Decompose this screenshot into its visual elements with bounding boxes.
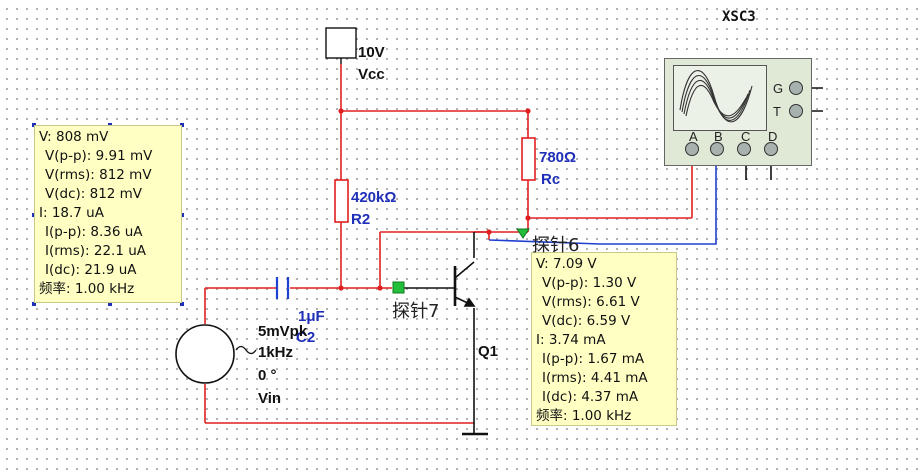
- probe7-row: I(p-p): 8.36 uA: [45, 224, 143, 240]
- q1-name: Q1: [478, 343, 499, 360]
- vin-frequency: 1kHz: [258, 344, 294, 361]
- probe6-row: 频率: 1.00 kHz: [536, 408, 632, 424]
- junction-probe7: [377, 285, 383, 291]
- probe7-name: 探针7: [392, 301, 440, 322]
- selection-handle[interactable]: [180, 302, 184, 306]
- probe6-row: V(dc): 6.59 V: [542, 313, 631, 329]
- vin-name: Vin: [258, 390, 282, 407]
- resistor-rc-icon[interactable]: [521, 137, 536, 181]
- probe6-row: I(rms): 4.41 mA: [542, 370, 648, 386]
- probe7-row: I(rms): 22.1 uA: [45, 243, 146, 259]
- selection-handle[interactable]: [108, 302, 112, 306]
- rc-value: 780Ω: [539, 149, 577, 166]
- selection-handle[interactable]: [180, 123, 184, 127]
- rc-name: Rc: [541, 171, 561, 188]
- sine-wave-icon: [235, 345, 257, 355]
- selection-handle[interactable]: [180, 213, 184, 217]
- trigger-t-terminal[interactable]: [789, 104, 803, 118]
- probe6-row: V(p-p): 1.30 V: [542, 275, 637, 291]
- probe7-marker-icon[interactable]: [392, 281, 405, 294]
- vcc-name: Vcc: [358, 66, 385, 83]
- ac-source-icon[interactable]: [175, 324, 235, 384]
- probe7-row: V: 808 mV: [39, 129, 109, 145]
- probe7-row: I: 18.7 uA: [39, 205, 104, 221]
- probe7-row: I(dc): 21.9 uA: [45, 262, 137, 278]
- channel-b-label: B: [714, 129, 723, 144]
- c2-value: 1μF: [298, 308, 325, 325]
- vin-phase: 0 °: [258, 367, 277, 384]
- probe7-row: V(rms): 812 mV: [45, 167, 152, 183]
- probe6-name: 探针6: [532, 235, 580, 256]
- probe7-row: V(dc): 812 mV: [45, 186, 143, 202]
- probe6-row: V: 7.09 V: [536, 256, 597, 272]
- probe7-readout[interactable]: V: 808 mV V(p-p): 9.91 mV V(rms): 812 mV…: [34, 125, 182, 303]
- channel-d-label: D: [768, 129, 778, 144]
- channel-b-terminal[interactable]: [710, 142, 724, 156]
- junction-vcc: [338, 108, 344, 114]
- capacitor-c2-icon[interactable]: [275, 277, 290, 299]
- junction-rail: [525, 108, 531, 114]
- channel-a-label: A: [689, 129, 698, 144]
- channel-c-terminal[interactable]: [737, 142, 751, 156]
- selection-handle[interactable]: [32, 302, 36, 306]
- c2-name: C2: [296, 329, 316, 346]
- probe7-row: 频率: 1.00 kHz: [39, 281, 135, 297]
- probe7-row: V(p-p): 9.91 mV: [45, 148, 153, 164]
- resistor-r2-icon[interactable]: [334, 179, 349, 223]
- sine-wave-display-icon: [679, 70, 753, 123]
- vcc-value: 10V: [358, 44, 385, 61]
- trigger-g-label: G: [773, 81, 784, 96]
- vcc-source-icon[interactable]: [325, 27, 357, 59]
- probe6-row: I(p-p): 1.67 mA: [542, 351, 645, 367]
- transistor-collector-lead: [454, 261, 475, 279]
- blue-wires: [488, 148, 717, 245]
- r2-value: 420kΩ: [351, 189, 397, 206]
- probe6-marker-icon[interactable]: [516, 228, 530, 239]
- oscilloscope-name: XSC3: [722, 9, 756, 25]
- vin-amplitude: 5mVpk: [258, 323, 308, 340]
- trigger-g-terminal[interactable]: [789, 81, 803, 95]
- channel-c-label: C: [741, 129, 751, 144]
- junction-dots: [338, 108, 531, 291]
- r2-name: R2: [351, 211, 371, 228]
- probe6-row: I: 3.74 mA: [536, 332, 606, 348]
- wire-scope-b[interactable]: [488, 148, 717, 245]
- trigger-t-label: T: [773, 104, 781, 119]
- oscilloscope-screen: [673, 65, 767, 131]
- probe6-readout[interactable]: V: 7.09 V V(p-p): 1.30 V V(rms): 6.61 V …: [531, 252, 677, 426]
- oscilloscope[interactable]: A B C D G T: [664, 58, 812, 166]
- junction-r2-base: [338, 285, 344, 291]
- junction-collector: [486, 229, 492, 235]
- probe6-row: V(rms): 6.61 V: [542, 294, 640, 310]
- channel-d-terminal[interactable]: [764, 142, 778, 156]
- junction-scope-a: [525, 215, 531, 221]
- transistor-emitter-arrow: [463, 297, 476, 307]
- channel-a-terminal[interactable]: [685, 142, 699, 156]
- probe6-row: I(dc): 4.37 mA: [542, 389, 639, 405]
